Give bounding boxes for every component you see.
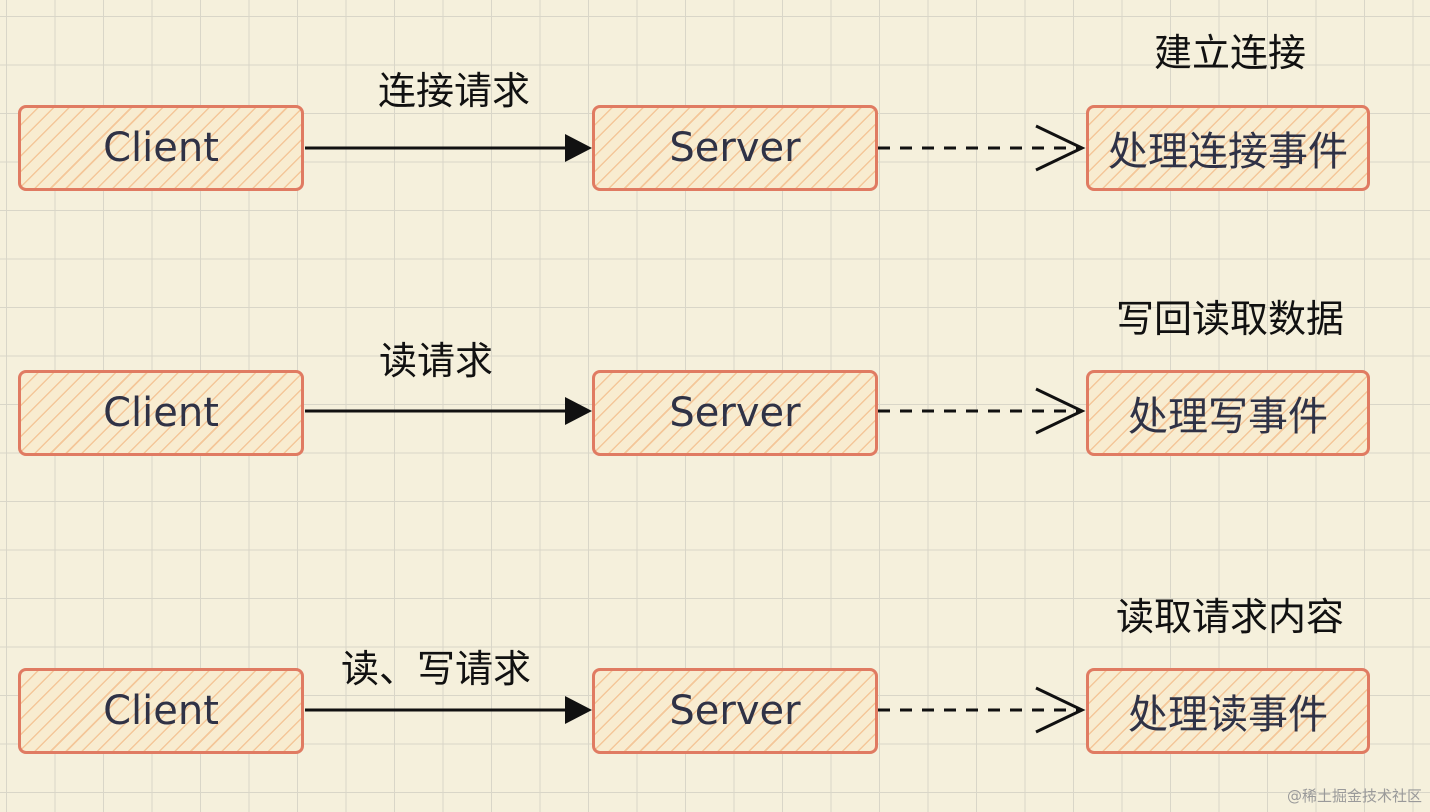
server-node-2: Server <box>592 370 878 456</box>
request-label-3: 读、写请求 <box>340 647 532 691</box>
event-node-3: 处理读事件 <box>1086 668 1370 754</box>
outcome-label-1: 建立连接 <box>1153 31 1307 75</box>
client-node-3: Client <box>18 668 304 754</box>
event-node-1: 处理连接事件 <box>1086 105 1370 191</box>
request-label-1: 连接请求 <box>377 69 531 113</box>
client-node-2: Client <box>18 370 304 456</box>
request-arrowhead-2 <box>565 397 592 425</box>
dispatch-arrowhead-2 <box>1035 387 1086 435</box>
server-node-3: Server <box>592 668 878 754</box>
server-node-1: Server <box>592 105 878 191</box>
dispatch-arrowhead-1 <box>1035 124 1086 172</box>
event-node-2: 处理写事件 <box>1086 370 1370 456</box>
outcome-label-3: 读取请求内容 <box>1115 595 1345 639</box>
watermark: @稀土掘金技术社区 <box>1286 787 1422 805</box>
request-arrowhead-3 <box>565 696 592 724</box>
request-arrowhead-1 <box>565 134 592 162</box>
request-label-2: 读请求 <box>378 339 494 383</box>
outcome-label-2: 写回读取数据 <box>1115 297 1345 341</box>
client-node-1: Client <box>18 105 304 191</box>
dispatch-arrowhead-3 <box>1035 686 1086 734</box>
